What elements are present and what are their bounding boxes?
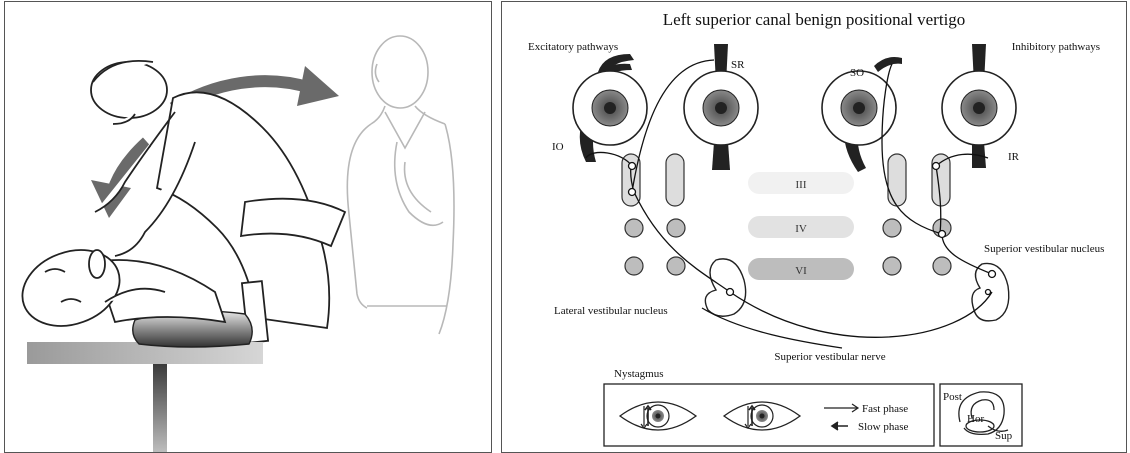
eyeball-sr <box>684 71 758 145</box>
eyeball-io <box>573 71 647 145</box>
superior-vestibular-nerve-label: Superior vestibular nerve <box>774 351 885 363</box>
upward-arrowhead <box>297 66 339 106</box>
fast-phase-label: Fast phase <box>862 403 908 415</box>
eyeball-so <box>822 71 896 145</box>
lateral-vestibular-nucleus-label: Lateral vestibular nucleus <box>554 305 668 317</box>
inhibitory-label: Inhibitory pathways <box>1012 41 1100 53</box>
post-canal-label: Post <box>943 391 962 403</box>
nucleus-iii-label: III <box>796 179 807 191</box>
io-label: IO <box>552 141 564 153</box>
superior-vestibular-nucleus-label: Superior vestibular nucleus <box>984 243 1104 255</box>
maneuver-illustration <box>5 2 491 452</box>
maneuver-illustration-panel <box>4 1 492 453</box>
sup-canal-label: Sup <box>995 430 1013 442</box>
hor-canal-label: Hor <box>967 413 984 425</box>
nucleus-vi-label: VI <box>795 265 807 277</box>
slow-phase-label: Slow phase <box>858 421 909 433</box>
vertigo-pathway-diagram-panel: Left superior canal benign positional ve… <box>501 1 1127 453</box>
standing-examiner-figure <box>347 36 454 334</box>
sr-label: SR <box>731 59 745 71</box>
lateral-vestibular-nucleus-shape <box>705 259 745 316</box>
so-label: SO <box>850 67 864 79</box>
nystagmus-title: Nystagmus <box>614 368 664 380</box>
diagram-title: Left superior canal benign positional ve… <box>663 10 966 29</box>
eyeball-ir <box>942 71 1016 145</box>
nucleus-iv-label: IV <box>795 223 807 235</box>
vertigo-pathway-diagram: Left superior canal benign positional ve… <box>502 2 1126 452</box>
exam-table-leg <box>153 364 167 452</box>
ir-label: IR <box>1008 151 1020 163</box>
excitatory-label: Excitatory pathways <box>528 41 618 53</box>
